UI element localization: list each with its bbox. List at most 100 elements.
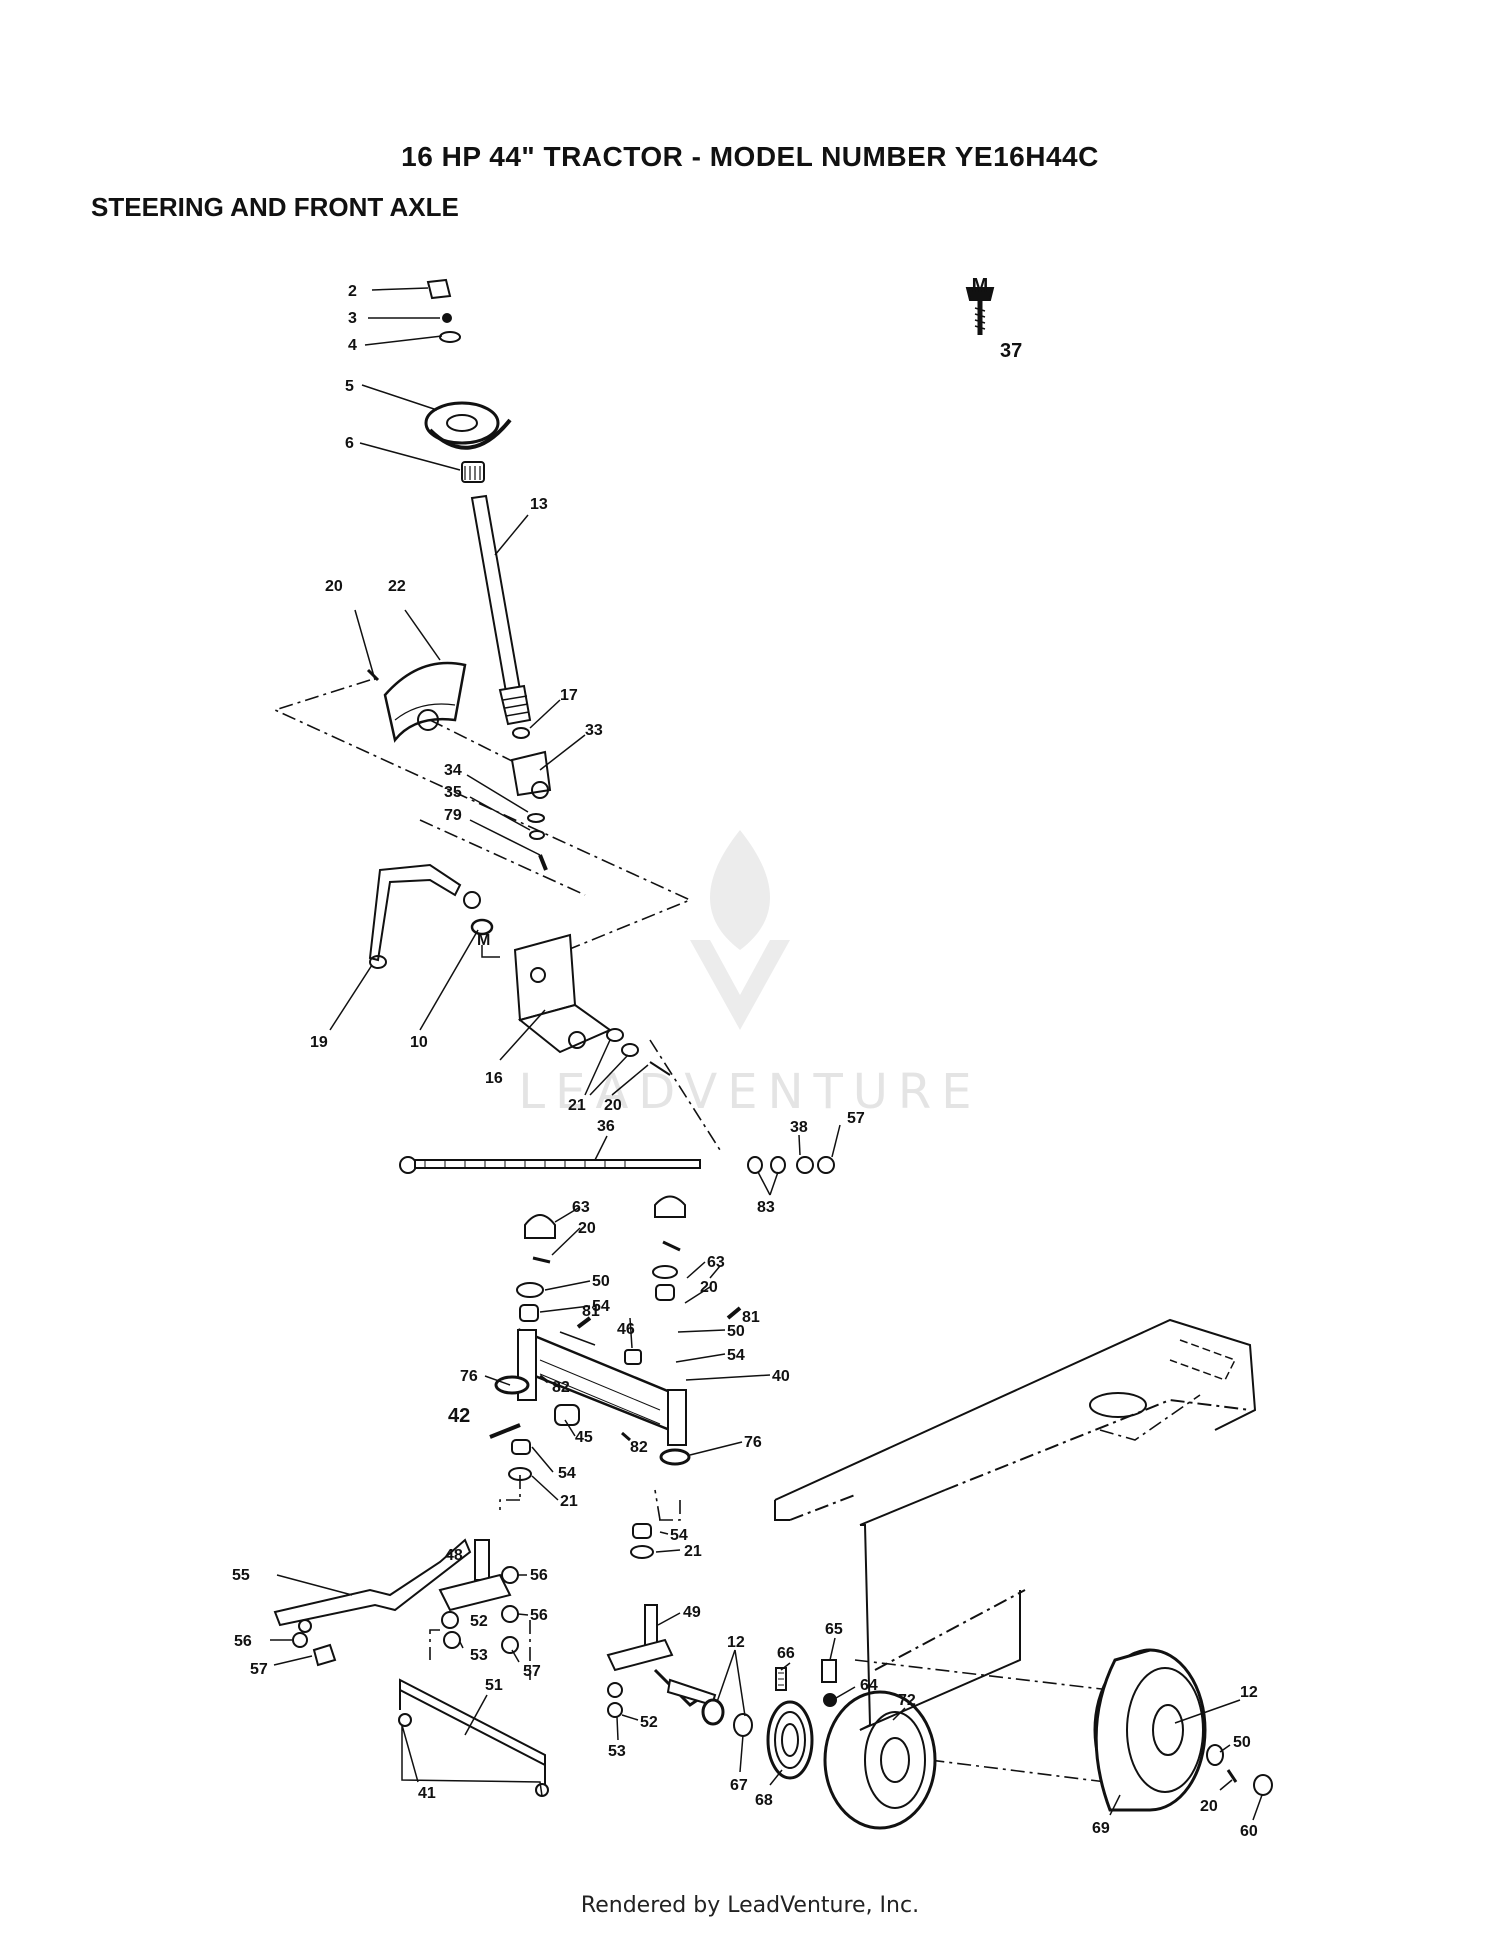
callout-52a: 52 <box>470 1613 488 1630</box>
cap-63b <box>654 1195 686 1218</box>
front-axle <box>517 1328 687 1446</box>
steering-adapter <box>461 461 485 483</box>
sector-gear <box>366 661 467 743</box>
callout-leaders <box>270 287 1263 1821</box>
callout-12a: 12 <box>727 1634 745 1651</box>
callout-22: 22 <box>388 578 406 595</box>
washer-50a <box>516 1282 544 1298</box>
callout-20c: 20 <box>578 1220 596 1237</box>
callout-57a: 57 <box>847 1110 865 1127</box>
hardware-pack-part: 37 <box>1000 340 1022 362</box>
nut-52b <box>607 1682 623 1698</box>
callout-56a: 56 <box>530 1567 548 1584</box>
callout-45: 45 <box>575 1429 593 1446</box>
callout-35: 35 <box>444 784 462 801</box>
bushing-54c <box>511 1439 531 1455</box>
callout-53b: 53 <box>608 1743 626 1760</box>
washer-83b <box>770 1156 786 1174</box>
washer-35 <box>527 813 545 823</box>
callout-64: 64 <box>860 1677 878 1694</box>
callout-68: 68 <box>755 1792 773 1809</box>
nut-53a <box>443 1631 461 1649</box>
washer-12a <box>701 1698 725 1726</box>
callout-49: 49 <box>683 1604 701 1621</box>
washer-50c <box>1206 1744 1224 1766</box>
hardware-pack-letter: M <box>972 275 989 297</box>
callout-52b: 52 <box>640 1714 658 1731</box>
washer-21 <box>606 1028 624 1042</box>
page-title: 16 HP 44" TRACTOR - MODEL NUMBER YE16H44… <box>401 141 1099 172</box>
callout-50a: 50 <box>592 1273 610 1290</box>
callout-56c: 56 <box>234 1633 252 1650</box>
callout-83: 83 <box>757 1199 775 1216</box>
clip-20c <box>532 1256 551 1264</box>
callout-40: 40 <box>772 1368 790 1385</box>
callout-56b: 56 <box>530 1607 548 1624</box>
callout-81a: 81 <box>582 1303 600 1320</box>
callout-13: 13 <box>530 496 548 513</box>
bolt-79 <box>538 854 548 871</box>
callout-79: 79 <box>444 807 462 824</box>
tractor-frame <box>774 1318 1257 1731</box>
callout-76b: 76 <box>744 1434 762 1451</box>
cap-63a <box>524 1214 556 1239</box>
callout-34: 34 <box>444 762 462 779</box>
bushing-54b <box>655 1284 675 1301</box>
callout-69: 69 <box>1092 1820 1110 1837</box>
steering-shaft-washer <box>512 727 530 739</box>
washer-76a <box>494 1375 530 1395</box>
fitting-82b <box>621 1431 631 1442</box>
callout-57c: 57 <box>250 1661 268 1678</box>
clip-20d <box>662 1240 681 1252</box>
callout-50b: 50 <box>727 1323 745 1340</box>
bushing-54d <box>632 1523 652 1539</box>
section-subtitle: STEERING AND FRONT AXLE <box>91 192 459 222</box>
callout-21c: 21 <box>684 1543 702 1560</box>
callout-67: 67 <box>730 1777 748 1794</box>
washer-50b <box>652 1265 678 1279</box>
nut-38 <box>796 1156 814 1174</box>
callout-65: 65 <box>825 1621 843 1638</box>
callout-33: 33 <box>585 722 603 739</box>
callout-20a: 20 <box>325 578 343 595</box>
callout-19: 19 <box>310 1034 328 1051</box>
fitting-65 <box>821 1659 837 1683</box>
callout-20d: 20 <box>700 1279 718 1296</box>
callout-5: 5 <box>345 378 354 395</box>
nut-56a <box>501 1566 519 1584</box>
callout-36: 36 <box>597 1118 615 1135</box>
steering-arm-55 <box>273 1538 472 1633</box>
fitting-82a <box>539 1374 549 1384</box>
callout-82b: 82 <box>630 1439 648 1456</box>
washer-21c <box>630 1545 654 1559</box>
callout-54a: 54 <box>592 1298 610 1315</box>
bolt-42 <box>489 1423 521 1439</box>
spacer-45 <box>554 1404 580 1426</box>
steering-nut <box>442 313 452 323</box>
callout-81b: 81 <box>742 1309 760 1326</box>
render-credit: Rendered by LeadVenture, Inc. <box>580 1893 920 1918</box>
washer-21b <box>508 1467 532 1481</box>
drag-rod-51 <box>398 1678 549 1797</box>
callout-2: 2 <box>348 283 357 300</box>
washer-34 <box>529 830 545 840</box>
support-plate <box>513 933 613 1054</box>
callout-63a: 63 <box>572 1199 590 1216</box>
callout-21a: 21 <box>568 1097 586 1114</box>
callout-60: 60 <box>1240 1823 1258 1840</box>
callout-54d: 54 <box>670 1527 688 1544</box>
nut-57c <box>312 1643 337 1667</box>
watermark: LEADVENTURE <box>518 830 972 1120</box>
callout-53a: 53 <box>470 1647 488 1664</box>
steering-shaft <box>470 494 532 726</box>
cap-60 <box>1253 1774 1273 1796</box>
callout-54c: 54 <box>558 1465 576 1482</box>
washer-83a <box>747 1156 763 1174</box>
callout-82a: 82 <box>552 1379 570 1396</box>
steering-cap <box>426 278 452 300</box>
callout-63b: 63 <box>707 1254 725 1271</box>
callout-20e: 20 <box>1200 1798 1218 1815</box>
callout-6: 6 <box>345 435 354 452</box>
